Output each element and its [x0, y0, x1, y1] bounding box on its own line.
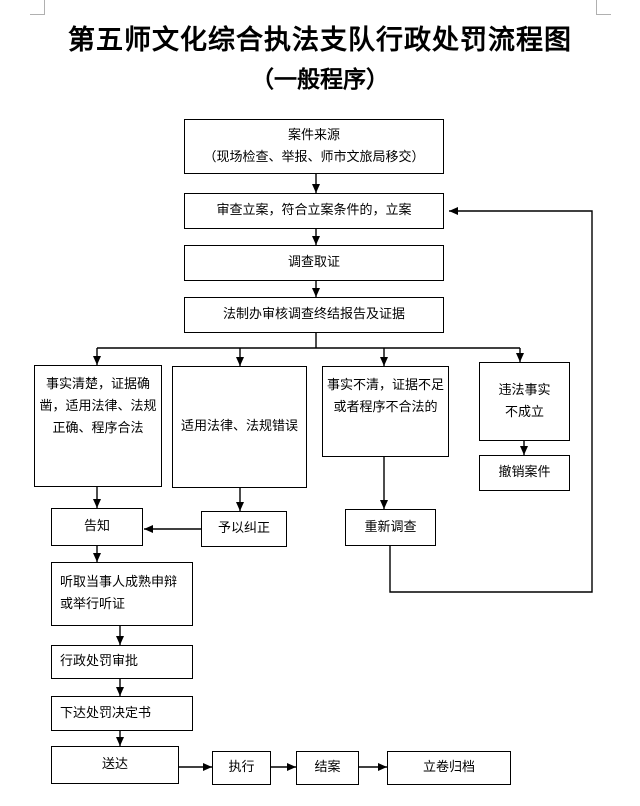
page-subtitle: （一般程序） [251, 66, 389, 93]
node-case-source: 案件来源 （现场检查、举报、师市文旅局移交） [184, 119, 444, 174]
page-title: 第五师文化综合执法支队行政处罚流程图 [68, 25, 572, 56]
node-execute: 执行 [212, 751, 271, 785]
crop-mark-top-right [596, 0, 611, 15]
node-hearing: 听取当事人成熟申辩或举行听证 [51, 562, 193, 626]
crop-mark-top-left [30, 0, 45, 15]
loop-reinvestigate-to-register [389, 207, 593, 593]
node-cancel-case: 撤销案件 [479, 455, 570, 491]
node-case-source-title: 案件来源 [287, 127, 340, 143]
node-reinvestigate: 重新调查 [345, 509, 436, 546]
node-law-error: 适用法律、法规错误 [172, 366, 307, 488]
node-deliver: 送达 [51, 746, 179, 784]
node-legal-review: 法制办审核调查终结报告及证据 [184, 297, 444, 333]
node-register: 审查立案，符合立案条件的，立案 [184, 193, 444, 229]
node-archive: 立卷归档 [387, 751, 511, 785]
node-case-source-detail: （现场检查、举报、师市文旅局移交） [203, 149, 425, 165]
node-approval: 行政处罚审批 [51, 645, 193, 679]
node-correct: 予以纠正 [201, 511, 287, 547]
node-inform: 告知 [51, 508, 143, 546]
node-facts-unclear: 事实不清，证据不足或者程序不合法的 [322, 366, 449, 457]
node-close: 结案 [296, 751, 359, 785]
node-decision: 下达处罚决定书 [51, 696, 193, 731]
node-not-established: 违法事实不成立 [479, 362, 570, 441]
node-facts-clear: 事实清楚，证据确凿，适用法律、法规正确、程序合法 [34, 365, 162, 487]
node-investigate: 调查取证 [184, 245, 444, 281]
